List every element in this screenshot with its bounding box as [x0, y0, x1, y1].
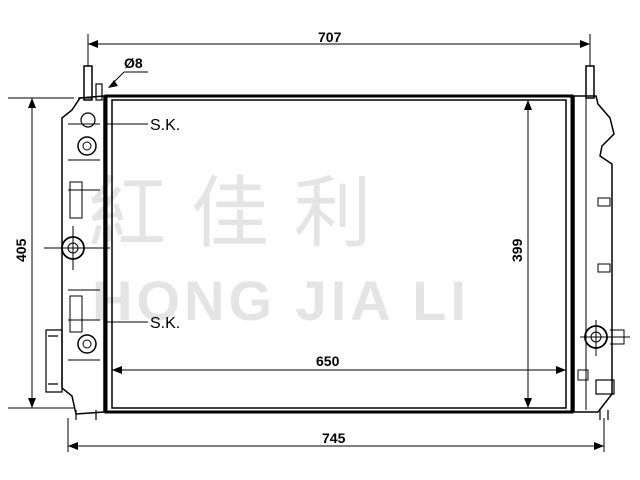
- sk-top-callout: S.K.: [104, 117, 180, 134]
- dimension-overall-width: 745: [67, 418, 605, 452]
- dimension-pin-diameter: Ø8: [108, 55, 148, 88]
- dimension-650-label: 650: [316, 353, 340, 369]
- pin-diameter-label: Ø8: [124, 55, 143, 71]
- dimension-top-width: 707: [87, 29, 591, 66]
- watermark-chinese: 紅 佳 利: [88, 169, 372, 259]
- dimension-outer-height: 405: [8, 97, 74, 409]
- right-mounting-pin: [585, 65, 595, 99]
- right-tank: [573, 95, 615, 420]
- radiator-core: [104, 94, 574, 414]
- dimension-core-width: 650: [112, 353, 566, 374]
- dimension-405-label: 405: [13, 238, 29, 262]
- sk-bottom-label: S.K.: [150, 315, 180, 332]
- left-upper-port: [77, 112, 97, 156]
- left-mounting-pins: [78, 65, 103, 101]
- left-tank: [45, 95, 105, 420]
- dimension-core-height: 399: [509, 100, 532, 408]
- watermark-english: HONG JIA LI: [92, 269, 470, 332]
- sk-top-label: S.K.: [150, 117, 180, 134]
- dimension-745-label: 745: [322, 430, 346, 446]
- port-center-lines: [44, 226, 630, 356]
- sk-bottom-callout: S.K.: [104, 315, 180, 332]
- dimension-399-label: 399: [509, 238, 525, 262]
- left-lower-port: [77, 334, 97, 354]
- dimension-707-label: 707: [318, 29, 342, 45]
